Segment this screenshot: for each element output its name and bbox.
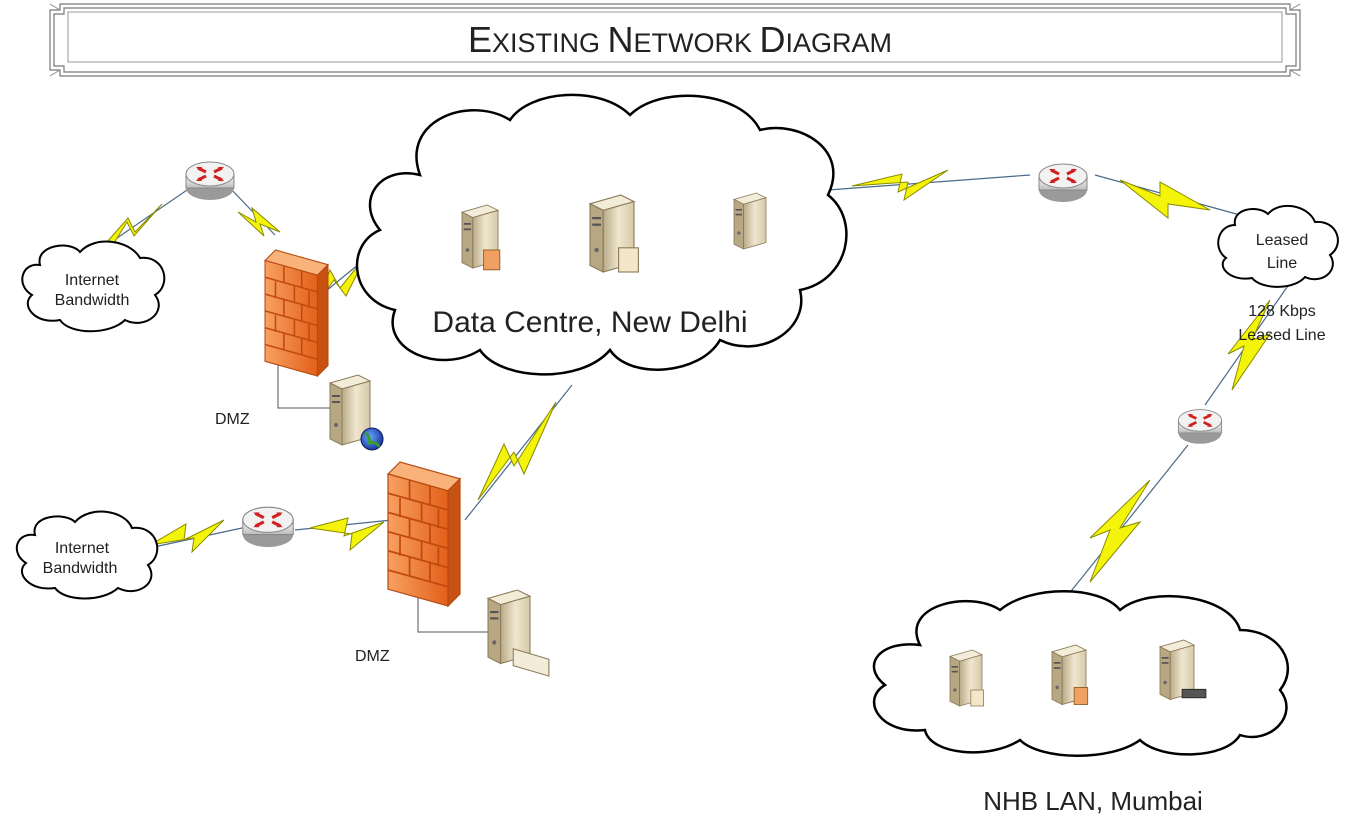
wan-link-bolt [1089, 479, 1151, 583]
wan-link-bolt [149, 519, 225, 554]
nhb-lan-servers [949, 639, 1207, 707]
wan-link-bolt [237, 206, 281, 237]
server-icon [589, 194, 639, 273]
router-icon [1037, 162, 1089, 204]
data-centre-label: Data Centre, New Delhi [432, 306, 747, 339]
title-banner: EXISTING NETWORK DIAGRAM [49, 3, 1301, 77]
firewall-top-icon [264, 249, 329, 377]
internet-cloud-top: Internet Bandwidth [21, 240, 166, 333]
internet-bottom-label-line2: Bandwidth [43, 560, 118, 577]
internet-top-label-line2: Bandwidth [55, 292, 130, 309]
dmz-bottom-label: DMZ [355, 648, 390, 665]
wan-link-bolt [851, 169, 949, 202]
router-icon [241, 505, 295, 549]
wan-link-bolt [1227, 299, 1272, 391]
nhb-lan-label: NHB LAN, Mumbai [983, 786, 1203, 816]
leased-line-label-line1: Leased [1256, 232, 1309, 249]
server-icon [1051, 644, 1089, 705]
server-icon [1159, 639, 1207, 700]
leased-line-label-line2: Line [1267, 255, 1297, 272]
internet-cloud-bottom: Internet Bandwidth [15, 510, 159, 600]
wan-link-bolt [309, 517, 385, 552]
wan-link-bolt [1119, 179, 1211, 220]
firewall-bottom-icon [387, 461, 461, 607]
wan-link-bolts [99, 169, 1272, 583]
wan-link-bolt [477, 401, 557, 501]
data-centre-servers [461, 192, 767, 273]
server-icon [461, 204, 501, 271]
dmz-mail-server-icon [487, 589, 550, 677]
internet-bottom-label-line1: Internet [55, 540, 110, 557]
server-icon [949, 649, 985, 707]
server-icon [733, 192, 767, 250]
leased-line-cloud: Leased Line [1217, 204, 1339, 288]
page-title: EXISTING NETWORK DIAGRAM [468, 19, 892, 60]
internet-top-label-line1: Internet [65, 272, 120, 289]
router-icon [1177, 408, 1223, 446]
dmz-web-server-icon [329, 374, 384, 451]
router-icon [184, 160, 236, 202]
link-speed-label-line1: 128 Kbps [1248, 303, 1316, 320]
dmz-top-label: DMZ [215, 411, 250, 428]
link-speed-label-line2: Leased Line [1238, 327, 1325, 344]
